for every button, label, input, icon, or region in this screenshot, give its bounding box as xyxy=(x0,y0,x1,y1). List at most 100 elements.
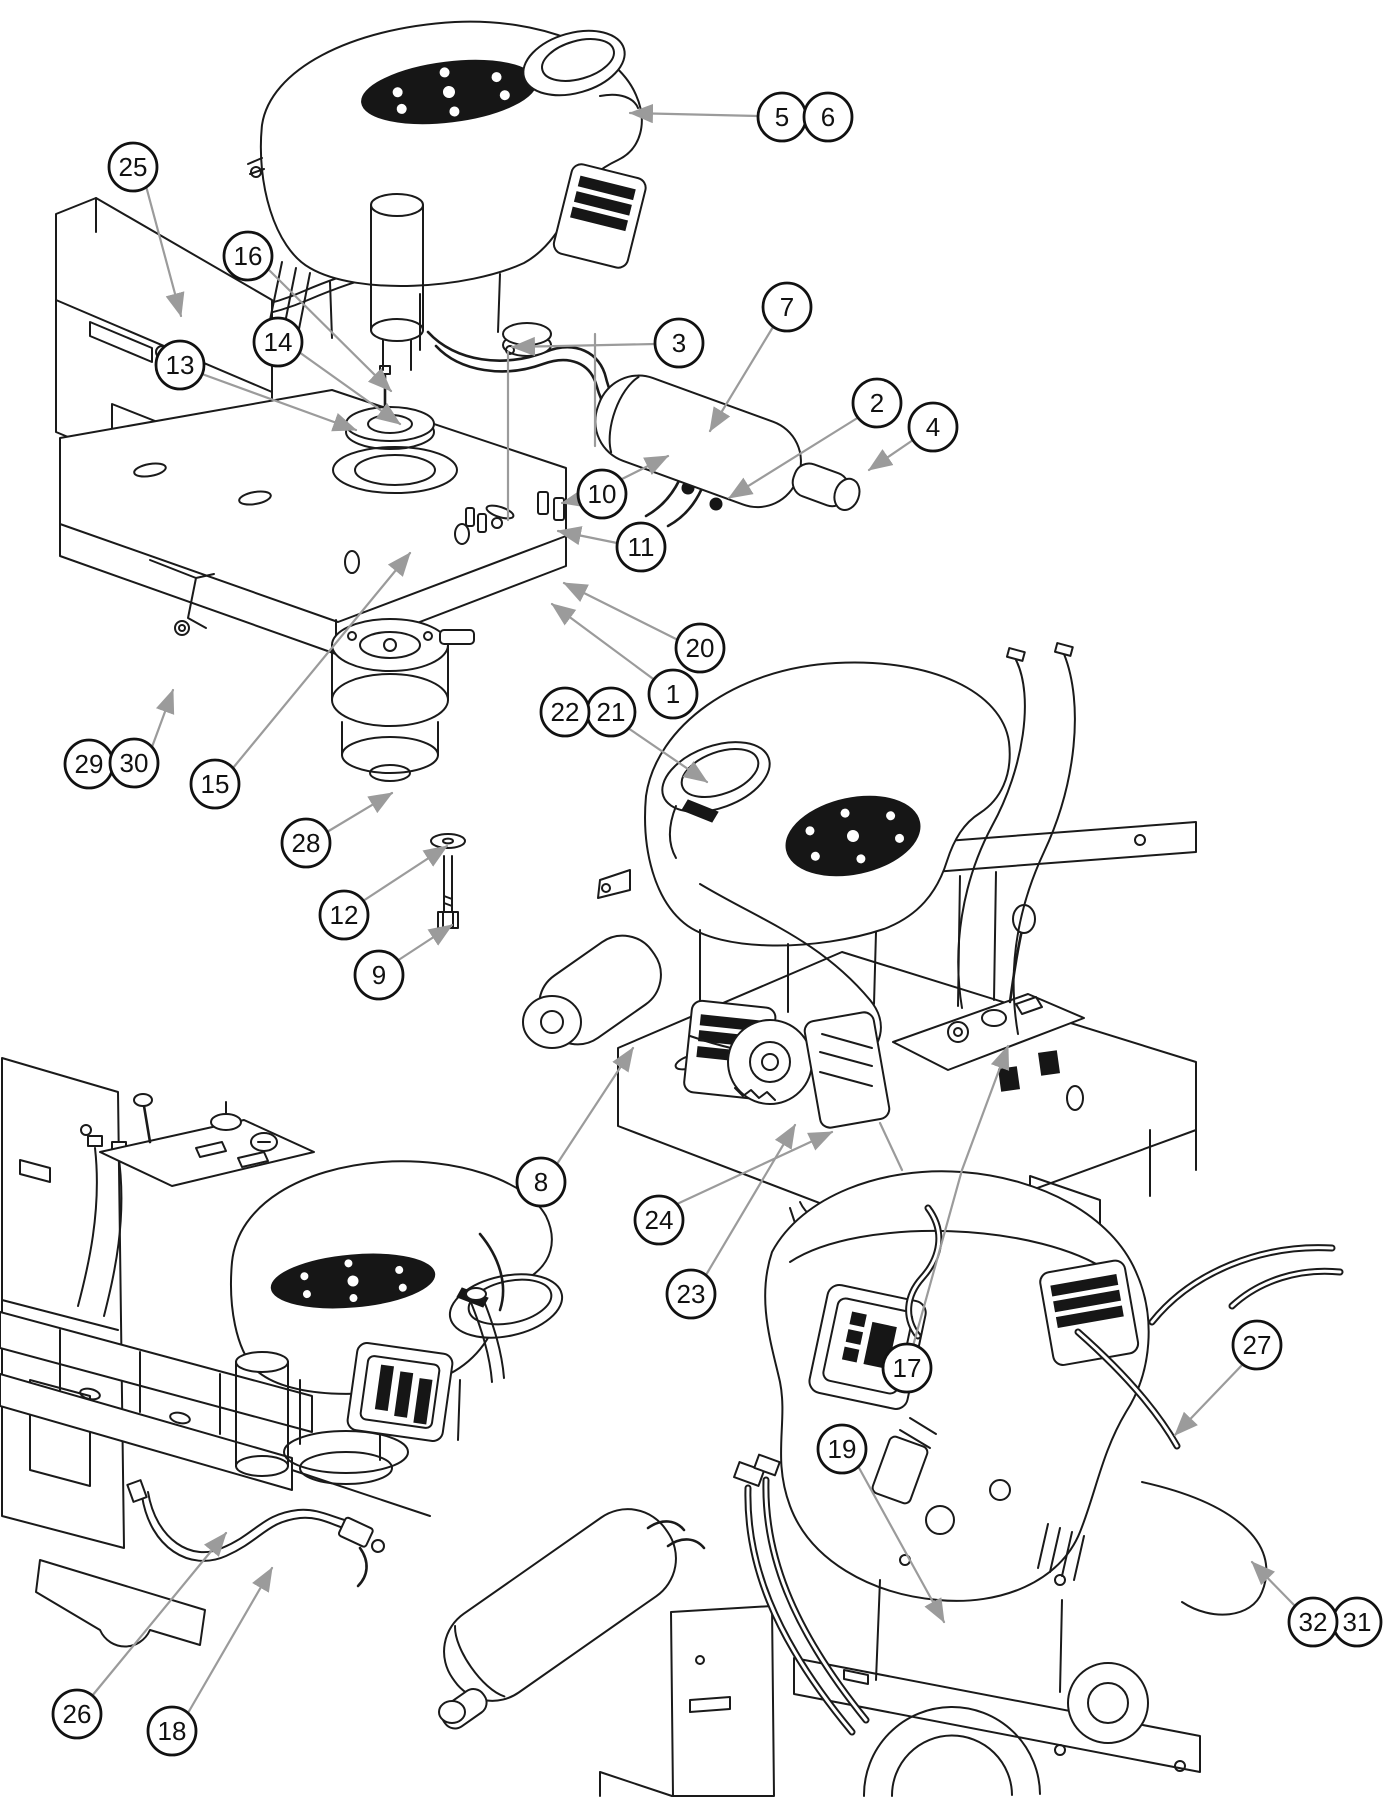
callout-26: 26 xyxy=(51,1531,228,1740)
leader-line xyxy=(395,923,454,963)
washer xyxy=(430,833,466,849)
callout-balloon xyxy=(107,141,159,193)
callout-27: 27 xyxy=(1173,1319,1283,1437)
callout-20: 20 xyxy=(562,581,726,674)
callout-balloon xyxy=(907,401,959,453)
flywheel-screen-b xyxy=(785,795,921,877)
control-plate xyxy=(892,993,1085,1092)
side-panel-c xyxy=(1,1057,125,1549)
callout-balloon xyxy=(674,622,726,674)
callout-31: 31 xyxy=(1331,1596,1383,1648)
callout-balloon xyxy=(647,668,699,720)
callout-number: 31 xyxy=(1343,1607,1372,1637)
muffler xyxy=(594,374,861,512)
callout-1: 1 xyxy=(550,602,699,720)
callout-number: 30 xyxy=(120,748,149,778)
callout-28: 28 xyxy=(280,791,394,869)
deck-bolts xyxy=(465,491,565,533)
air-cleaner-cover-b xyxy=(661,741,771,859)
callout-number: 29 xyxy=(75,749,104,779)
callout-6: 6 xyxy=(802,91,854,143)
callout-balloon xyxy=(1287,1596,1339,1648)
callout-balloon xyxy=(515,1156,567,1208)
bolt xyxy=(437,855,459,929)
callout-22: 22 xyxy=(539,686,591,738)
leader-line xyxy=(856,1464,946,1624)
callout-9: 9 xyxy=(353,923,454,1001)
callout-balloon xyxy=(816,1423,868,1475)
callout-balloon xyxy=(802,91,854,143)
callout-balloon xyxy=(189,758,241,810)
leader-line xyxy=(200,372,358,432)
callout-balloon xyxy=(154,339,206,391)
callout-balloon xyxy=(665,1268,717,1320)
callout-number: 16 xyxy=(234,241,263,271)
leader-line xyxy=(727,415,861,500)
leader-line xyxy=(325,791,394,834)
callout-number: 13 xyxy=(166,350,195,380)
valve-cover xyxy=(552,163,647,269)
leader-line xyxy=(556,526,619,546)
callout-23: 23 xyxy=(665,1123,797,1320)
callout-29: 29 xyxy=(63,738,115,790)
blower-housing-d xyxy=(862,1662,1149,1797)
leader-line xyxy=(266,267,393,393)
electrical-module-d xyxy=(1039,1259,1140,1366)
flywheel-screen-c xyxy=(270,1253,436,1309)
leader-line xyxy=(150,688,175,749)
leader-line xyxy=(361,844,449,903)
callout-balloon xyxy=(539,686,591,738)
callout-number: 10 xyxy=(588,479,617,509)
valve-cover-c xyxy=(346,1342,454,1442)
callout-number: 24 xyxy=(645,1205,674,1235)
callout-balloon xyxy=(1231,1319,1283,1371)
callout-balloon xyxy=(108,737,160,789)
leader-line xyxy=(555,1046,635,1166)
callout-7: 7 xyxy=(708,281,813,433)
callout-16: 16 xyxy=(222,230,393,393)
frame-bracket xyxy=(149,559,215,636)
leader-line xyxy=(626,726,709,784)
callout-number: 23 xyxy=(677,1279,706,1309)
leader-line xyxy=(620,454,670,481)
callout-number: 9 xyxy=(372,960,386,990)
engine-assembly-bottom-left xyxy=(0,1057,706,1730)
callout-24: 24 xyxy=(633,1130,834,1246)
callout-2: 2 xyxy=(727,377,903,500)
leader-line xyxy=(186,1566,274,1715)
breather-hose-d xyxy=(1074,1328,1181,1450)
pto-clutch xyxy=(331,618,475,782)
callout-number: 20 xyxy=(686,633,715,663)
callout-14: 14 xyxy=(252,316,402,426)
callout-number: 5 xyxy=(775,102,789,132)
engine-assembly-bottom-right xyxy=(599,1170,1344,1797)
engine-assembly-top xyxy=(55,20,861,929)
leader-line xyxy=(550,602,658,683)
callout-number: 26 xyxy=(63,1699,92,1729)
callout-3: 3 xyxy=(510,317,705,369)
frame-rail-d xyxy=(599,1657,1201,1797)
frame-rails-c xyxy=(0,1311,431,1648)
leader-line xyxy=(562,581,680,642)
callout-30: 30 xyxy=(108,688,175,789)
pto-clutch-c xyxy=(283,1430,409,1485)
callout-number: 27 xyxy=(1243,1330,1272,1360)
flywheel-screen xyxy=(361,59,537,125)
control-panel-c xyxy=(99,1093,315,1187)
callout-number: 3 xyxy=(672,328,686,358)
callout-number: 14 xyxy=(264,327,293,357)
callout-8: 8 xyxy=(515,1046,635,1208)
callout-11: 11 xyxy=(556,521,667,573)
callout-balloon xyxy=(146,1705,198,1757)
leader-line xyxy=(560,488,587,508)
leader-line xyxy=(90,1531,228,1698)
callout-balloon xyxy=(615,521,667,573)
callout-balloon xyxy=(576,468,628,520)
callout-12: 12 xyxy=(318,844,449,941)
callout-32: 32 xyxy=(1250,1560,1339,1648)
callout-balloon xyxy=(51,1688,103,1740)
callout-balloon xyxy=(851,377,903,429)
